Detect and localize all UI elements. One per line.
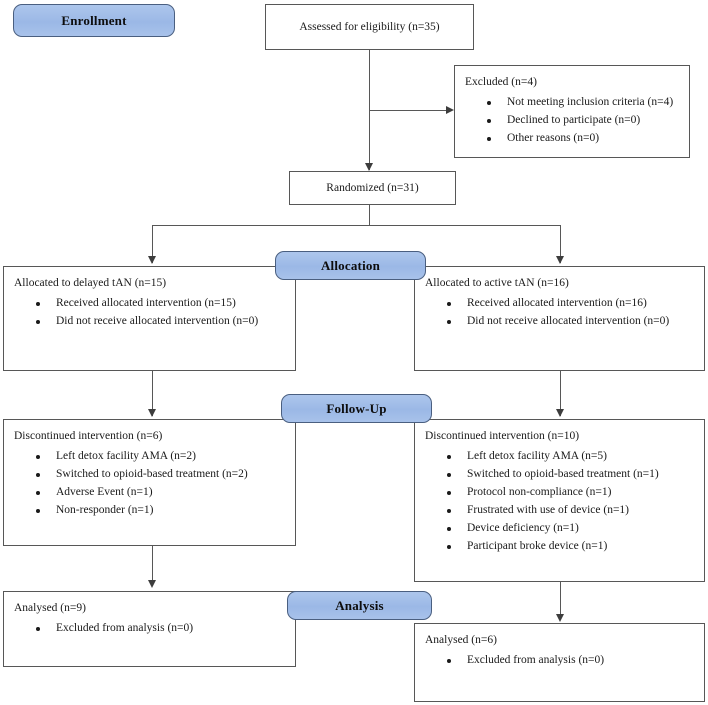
- followup-right-list: Left detox facility AMA (n=5) Switched t…: [425, 447, 694, 555]
- stage-badge-allocation: Allocation: [275, 251, 426, 280]
- box-randomized: Randomized (n=31): [289, 171, 456, 205]
- randomized-label: Randomized (n=31): [326, 182, 419, 194]
- box-excluded: Excluded (n=4) Not meeting inclusion cri…: [454, 65, 690, 158]
- list-item: Left detox facility AMA (n=5): [425, 447, 694, 465]
- arrow-into-excluded: [446, 106, 454, 114]
- excluded-reason-list: Not meeting inclusion criteria (n=4) Dec…: [465, 93, 679, 147]
- list-item: Participant broke device (n=1): [425, 537, 694, 555]
- box-allocation-left: Allocated to delayed tAN (n=15) Received…: [3, 266, 296, 371]
- arrow-into-allocation-left: [148, 256, 156, 264]
- connector-alloc-left-to-followup: [152, 371, 153, 416]
- stage-badge-analysis: Analysis: [287, 591, 432, 620]
- analysis-right-list: Excluded from analysis (n=0): [425, 651, 694, 669]
- connector-to-excluded: [369, 110, 446, 111]
- connector-randomized-split: [152, 225, 561, 226]
- arrow-into-analysis-right: [556, 614, 564, 622]
- stage-badge-followup: Follow-Up: [281, 394, 432, 423]
- list-item: Received allocated intervention (n=15): [14, 294, 285, 312]
- arrow-into-followup-right: [556, 409, 564, 417]
- list-item: Switched to opioid-based treatment (n=2): [14, 465, 285, 483]
- list-item: Excluded from analysis (n=0): [14, 619, 285, 637]
- list-item: Left detox facility AMA (n=2): [14, 447, 285, 465]
- box-allocation-right: Allocated to active tAN (n=16) Received …: [414, 266, 705, 371]
- list-item: Did not receive allocated intervention (…: [425, 312, 694, 330]
- connector-followup-left-to-analysis: [152, 546, 153, 584]
- list-item: Declined to participate (n=0): [465, 111, 679, 129]
- arrow-into-analysis-left: [148, 580, 156, 588]
- connector-split-left-drop: [152, 225, 153, 263]
- box-followup-right: Discontinued intervention (n=10) Left de…: [414, 419, 705, 582]
- list-item: Frustrated with use of device (n=1): [425, 501, 694, 519]
- arrow-into-randomized: [365, 163, 373, 171]
- allocation-right-list: Received allocated intervention (n=16) D…: [425, 294, 694, 330]
- stage-label-followup: Follow-Up: [326, 400, 387, 416]
- excluded-title: Excluded (n=4): [465, 76, 537, 88]
- followup-left-title: Discontinued intervention (n=6): [14, 430, 163, 442]
- stage-badge-enrollment: Enrollment: [13, 4, 175, 37]
- analysis-left-list: Excluded from analysis (n=0): [14, 619, 285, 637]
- list-item: Excluded from analysis (n=0): [425, 651, 694, 669]
- list-item: Protocol non-compliance (n=1): [425, 483, 694, 501]
- arrow-into-allocation-right: [556, 256, 564, 264]
- box-followup-left: Discontinued intervention (n=6) Left det…: [3, 419, 296, 546]
- stage-label-allocation: Allocation: [320, 257, 381, 273]
- list-item: Did not receive allocated intervention (…: [14, 312, 285, 330]
- analysis-left-title: Analysed (n=9): [14, 602, 86, 614]
- box-analysis-left: Analysed (n=9) Excluded from analysis (n…: [3, 591, 296, 667]
- allocation-right-title: Allocated to active tAN (n=16): [425, 277, 569, 289]
- allocation-left-list: Received allocated intervention (n=15) D…: [14, 294, 285, 330]
- box-assessed-for-eligibility: Assessed for eligibility (n=35): [265, 4, 474, 50]
- arrow-into-followup-left: [148, 409, 156, 417]
- assessed-label: Assessed for eligibility (n=35): [299, 21, 440, 33]
- list-item: Not meeting inclusion criteria (n=4): [465, 93, 679, 111]
- list-item: Switched to opioid-based treatment (n=1): [425, 465, 694, 483]
- followup-right-title: Discontinued intervention (n=10): [425, 430, 580, 442]
- followup-left-list: Left detox facility AMA (n=2) Switched t…: [14, 447, 285, 519]
- stage-label-enrollment: Enrollment: [61, 12, 127, 28]
- list-item: Received allocated intervention (n=16): [425, 294, 694, 312]
- analysis-right-title: Analysed (n=6): [425, 634, 497, 646]
- list-item: Adverse Event (n=1): [14, 483, 285, 501]
- list-item: Device deficiency (n=1): [425, 519, 694, 537]
- list-item: Non-responder (n=1): [14, 501, 285, 519]
- allocation-left-title: Allocated to delayed tAN (n=15): [14, 277, 167, 289]
- stage-label-analysis: Analysis: [335, 597, 384, 613]
- connector-followup-right-to-analysis: [560, 582, 561, 619]
- box-analysis-right: Analysed (n=6) Excluded from analysis (n…: [414, 623, 705, 702]
- connector-split-right-drop: [560, 225, 561, 263]
- list-item: Other reasons (n=0): [465, 129, 679, 147]
- connector-randomized-stem: [369, 205, 370, 225]
- connector-alloc-right-to-followup: [560, 371, 561, 416]
